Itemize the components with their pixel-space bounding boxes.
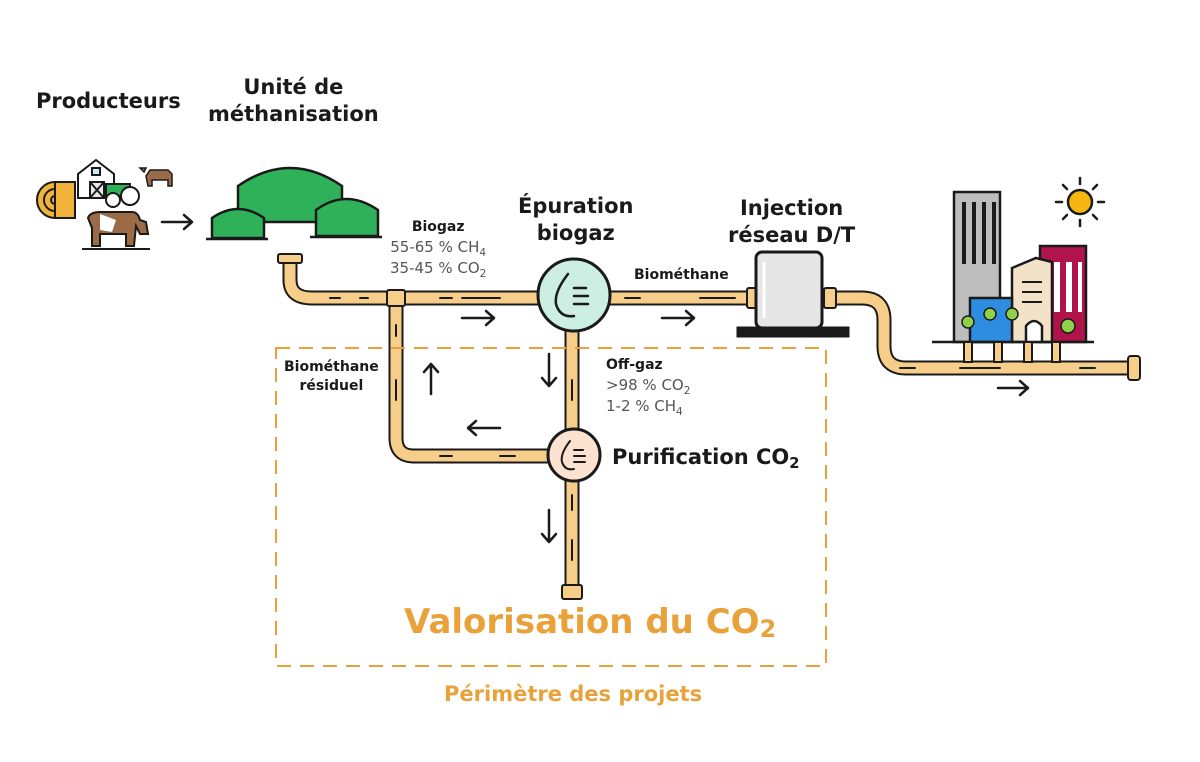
epuration-line-1: Épuration — [518, 194, 634, 218]
offgaz-co2: >98 % CO2 — [606, 375, 690, 396]
injection-label: Injection réseau D/T — [728, 195, 855, 249]
arrow-up-1 — [422, 362, 440, 396]
offgaz-ch4-text: 1-2 % CH — [606, 397, 677, 415]
small-cow-icon — [138, 167, 173, 187]
offgaz-co2-text: >98 % CO — [606, 376, 684, 394]
valorisation-label: Valorisation du CO2 — [404, 600, 776, 644]
epuration-label: Épuration biogaz — [518, 193, 633, 247]
purification-label: Purification CO2 — [612, 444, 800, 471]
biogaz-ch4-sub: 4 — [479, 247, 487, 259]
residuel-line-1: Biométhane — [284, 359, 379, 375]
injection-line-1: Injection — [739, 196, 844, 220]
purification-node — [546, 427, 602, 483]
city-icon — [932, 190, 1094, 363]
hay-bale-icon — [36, 181, 76, 219]
cow-icon — [82, 211, 150, 250]
tractor-icon — [105, 183, 140, 208]
biogaz-ch4-text: 55-65 % CH — [390, 238, 480, 256]
epuration-node — [536, 257, 612, 333]
biogaz-co2-text: 35-45 % CO — [390, 259, 480, 277]
biogaz-flow-label: Biogaz 55-65 % CH4 35-45 % CO2 — [390, 218, 486, 279]
arrow-down-1 — [540, 352, 558, 388]
arrow-right-2 — [460, 309, 496, 327]
digester-icon — [206, 166, 382, 241]
perimeter-label: Périmètre des projets — [444, 682, 703, 706]
valorisation-subscript: 2 — [759, 615, 777, 643]
valorisation-text: Valorisation du CO — [404, 602, 760, 642]
purification-subscript: 2 — [789, 455, 800, 472]
biogaz-co2: 35-45 % CO2 — [390, 258, 486, 279]
biogaz-ch4: 55-65 % CH4 — [390, 237, 486, 258]
biogaz-co2-sub: 2 — [479, 268, 487, 280]
methanisation-line-2: méthanisation — [208, 102, 379, 126]
offgaz-co2-sub: 2 — [683, 385, 691, 397]
epuration-line-2: biogaz — [536, 221, 615, 245]
offgaz-flow-label: Off-gaz >98 % CO2 1-2 % CH4 — [606, 356, 690, 417]
purification-text: Purification CO — [612, 445, 790, 469]
producteurs-label: Producteurs — [36, 89, 181, 113]
methanisation-label: Unité de méthanisation — [208, 74, 379, 128]
offgaz-title: Off-gaz — [606, 357, 663, 373]
injection-station-icon — [736, 250, 850, 338]
arrow-right-3 — [660, 309, 696, 327]
offgaz-ch4: 1-2 % CH4 — [606, 396, 690, 417]
arrow-left-1 — [466, 419, 502, 437]
pipes — [277, 253, 1141, 600]
residuel-line-2: résiduel — [299, 378, 364, 394]
arrow-right-1 — [160, 213, 194, 231]
flow-arrows — [160, 213, 1030, 544]
biomethane-flow-label: Biométhane — [634, 267, 729, 283]
biogaz-title: Biogaz — [411, 219, 465, 235]
arrow-right-4 — [996, 379, 1030, 397]
offgaz-ch4-sub: 4 — [676, 406, 683, 418]
water-drop-icon — [560, 440, 586, 471]
project-perimeter-box — [275, 347, 827, 667]
residuel-flow-label: Biométhane résiduel — [284, 358, 379, 396]
injection-line-2: réseau D/T — [728, 223, 856, 247]
sun-icon — [1054, 176, 1106, 228]
arrow-down-2 — [540, 508, 558, 544]
methanisation-line-1: Unité de — [243, 75, 344, 99]
water-drop-icon — [554, 272, 590, 318]
